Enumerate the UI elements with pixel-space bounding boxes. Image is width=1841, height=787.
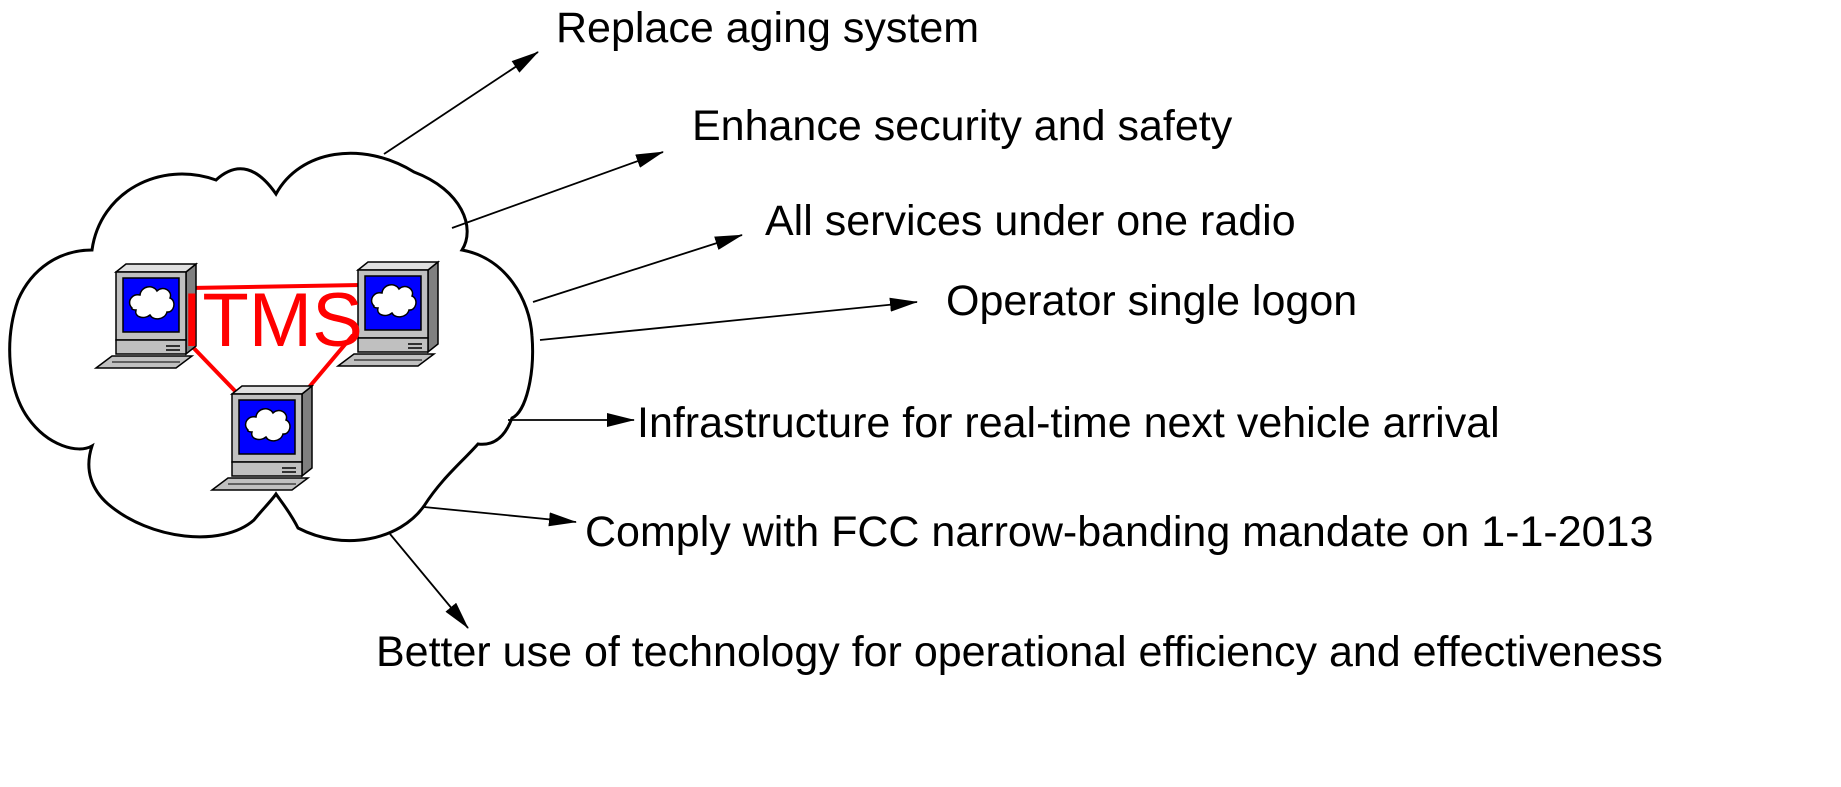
goal-label-enhance-security: Enhance security and safety	[692, 102, 1233, 150]
arrow-replace-aging-system	[383, 51, 539, 155]
goal-label-operational-efficiency: Better use of technology for operational…	[376, 628, 1663, 676]
center-label: ITMS	[181, 278, 363, 363]
goal-label-realtime-arrival: Infrastructure for real-time next vehicl…	[637, 399, 1500, 447]
goal-label-single-logon: Operator single logon	[946, 277, 1358, 325]
arrow-one-radio	[532, 234, 743, 303]
arrow-enhance-security	[451, 151, 664, 229]
goal-label-replace-aging-system: Replace aging system	[556, 4, 980, 52]
cloud-shape	[8, 151, 535, 543]
arrow-operational-efficiency	[389, 533, 469, 629]
goal-label-one-radio: All services under one radio	[765, 197, 1296, 245]
arrow-fcc-narrowbanding	[423, 506, 577, 527]
arrow-single-logon	[539, 297, 918, 341]
goal-label-fcc-narrowbanding: Comply with FCC narrow-banding mandate o…	[585, 508, 1654, 556]
goal-arrows	[383, 51, 918, 629]
